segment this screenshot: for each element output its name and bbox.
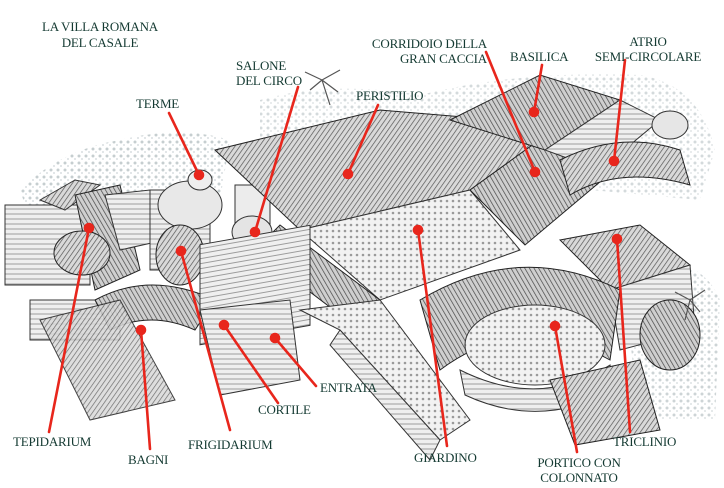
- leader-tepidarium: [47, 226, 91, 434]
- label-corridoio-line-2: GRAN CACCIA: [399, 51, 487, 66]
- label-salone-line-1: SALONE: [236, 58, 287, 73]
- leader-dot-giardino: [412, 224, 424, 236]
- leader-basilica: [532, 63, 544, 114]
- leader-cortile: [222, 323, 280, 405]
- leader-dot-salone: [249, 226, 261, 238]
- label-salone-del-circo: SALONE DEL CIRCO: [236, 58, 302, 88]
- leader-peristilio: [346, 103, 380, 176]
- leader-corridoio: [484, 50, 537, 174]
- leader-dot-triclinio: [611, 233, 623, 245]
- label-portico-line-1: PORTICO CON: [537, 455, 621, 470]
- label-basilica: BASILICA: [510, 49, 569, 64]
- label-atrio-line-1: ATRIO: [629, 34, 667, 49]
- leader-dot-portico: [549, 320, 561, 332]
- leader-giardino: [416, 228, 449, 448]
- leader-atrio: [612, 58, 627, 163]
- leader-dot-terme: [193, 169, 205, 181]
- label-tepidarium: TEPIDARIUM: [13, 434, 92, 449]
- leader-entrata: [273, 336, 318, 388]
- palm-tree: [304, 69, 706, 321]
- label-bagni: BAGNI: [128, 452, 169, 467]
- label-frigidarium: FRIGIDARIUM: [188, 437, 273, 452]
- leader-dot-frigidarium: [175, 245, 187, 257]
- leader-dot-peristilio: [342, 168, 354, 180]
- label-entrata: ENTRATA: [320, 380, 377, 395]
- label-corridoio-della-gran-caccia: CORRIDOIO DELLA GRAN CACCIA: [362, 36, 487, 66]
- leader-dot-bagni: [135, 324, 147, 336]
- label-peristilio: PERISTILIO: [356, 88, 424, 103]
- label-portico-line-2: COLONNATO: [540, 470, 618, 485]
- triclinio-complex: [419, 224, 701, 446]
- leader-dot-basilica: [528, 106, 540, 118]
- leader-dot-corridoio: [529, 166, 541, 178]
- label-giardino: GIARDINO: [414, 450, 477, 465]
- label-atrio-line-2: SEMI-CIRCOLARE: [594, 49, 702, 64]
- leader-lines: [47, 50, 632, 454]
- label-corridoio-line-1: CORRIDOIO DELLA: [371, 36, 487, 51]
- label-salone-line-2: DEL CIRCO: [236, 73, 302, 88]
- title-line-2: DEL CASALE: [61, 35, 139, 50]
- leader-portico: [553, 324, 579, 454]
- leader-frigidarium: [179, 249, 232, 432]
- label-terme: TERME: [136, 96, 180, 111]
- label-atrio-semi-circolare: ATRIO SEMI-CIRCOLARE: [588, 34, 708, 64]
- label-portico-con-colonnato: PORTICO CON COLONNATO: [524, 455, 634, 485]
- leader-dot-cortile: [218, 319, 230, 331]
- label-triclinio: TRICLINIO: [613, 434, 677, 449]
- terme-complex: [4, 169, 273, 421]
- leader-terme: [167, 111, 201, 177]
- diagram-title: LA VILLA ROMANA DEL CASALE: [30, 19, 170, 51]
- leader-dot-atrio: [608, 155, 620, 167]
- leader-dot-tepidarium: [83, 222, 95, 234]
- title-line-1: LA VILLA ROMANA: [42, 19, 158, 34]
- leader-salone: [253, 85, 300, 234]
- label-cortile: CORTILE: [258, 402, 311, 417]
- leader-triclinio: [615, 237, 632, 434]
- leader-bagni: [139, 328, 152, 451]
- leader-dot-entrata: [269, 332, 281, 344]
